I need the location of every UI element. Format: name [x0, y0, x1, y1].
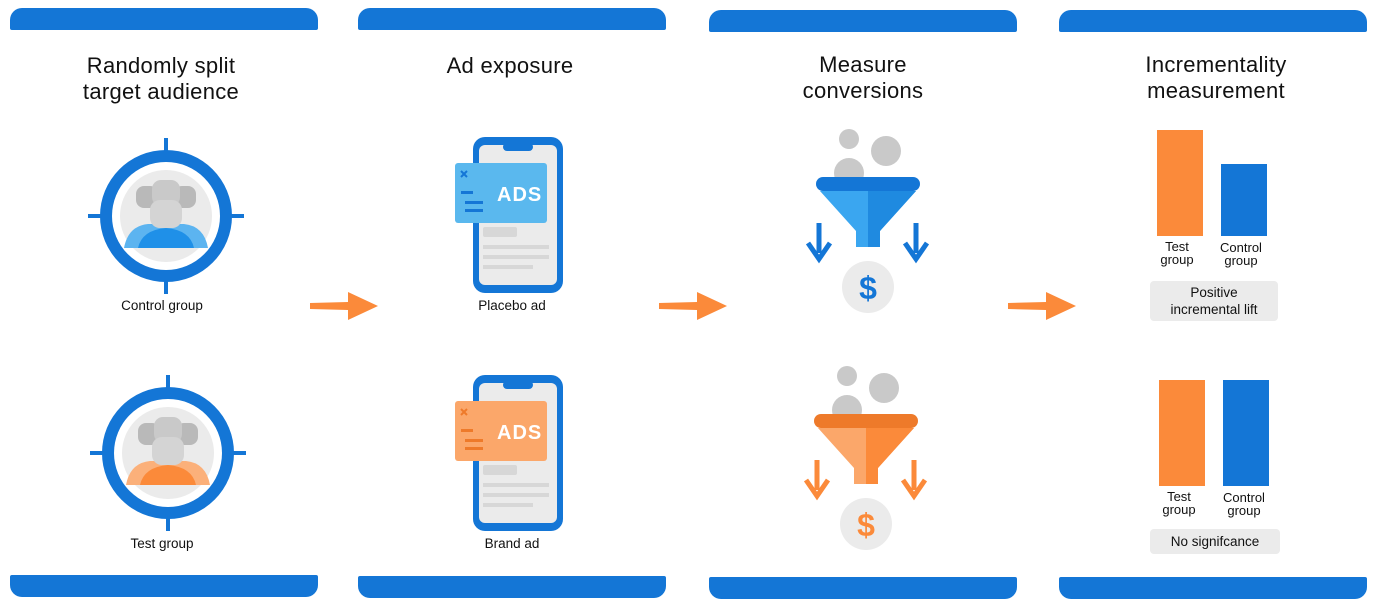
funnel-icon: $	[803, 366, 928, 550]
panel-1-bottom-bar	[10, 575, 318, 597]
target-people-icon	[90, 375, 246, 531]
panel-4-bottom-bar	[1059, 577, 1367, 599]
svg-text:$: $	[859, 270, 877, 306]
control-group-bar	[1221, 164, 1267, 236]
svg-text:$: $	[857, 507, 875, 543]
panel-3-top-bar	[709, 10, 1017, 32]
panel-3-bottom-bar	[709, 577, 1017, 599]
funnel-icon: $	[805, 129, 930, 313]
panel-2-top-bar	[358, 8, 666, 30]
arrow-right-icon	[310, 292, 378, 320]
control-group-label: Control group	[121, 298, 203, 313]
no-significance-result: No signifcance	[1150, 529, 1280, 554]
target-people-icon	[88, 138, 244, 294]
arrow-right-icon	[1008, 292, 1076, 320]
panel-2-title: Ad exposure	[446, 53, 574, 78]
test-group-bar	[1159, 380, 1205, 486]
brand-ad-label: Brand ad	[484, 536, 540, 551]
test-group-bar	[1157, 130, 1203, 236]
panel-2-bottom-bar	[358, 576, 666, 598]
arrow-right-icon	[659, 292, 727, 320]
control-group-bar	[1223, 380, 1269, 486]
placebo-ad-label: Placebo ad	[478, 298, 546, 313]
ads-text: ADS	[497, 422, 543, 444]
ads-text: ADS	[497, 184, 543, 206]
panel-1-top-bar	[10, 8, 318, 30]
phone-ad-icon	[455, 375, 563, 531]
test-group-label: Test group	[130, 536, 194, 551]
phone-ad-icon	[455, 137, 563, 293]
panel-4-top-bar	[1059, 10, 1367, 32]
